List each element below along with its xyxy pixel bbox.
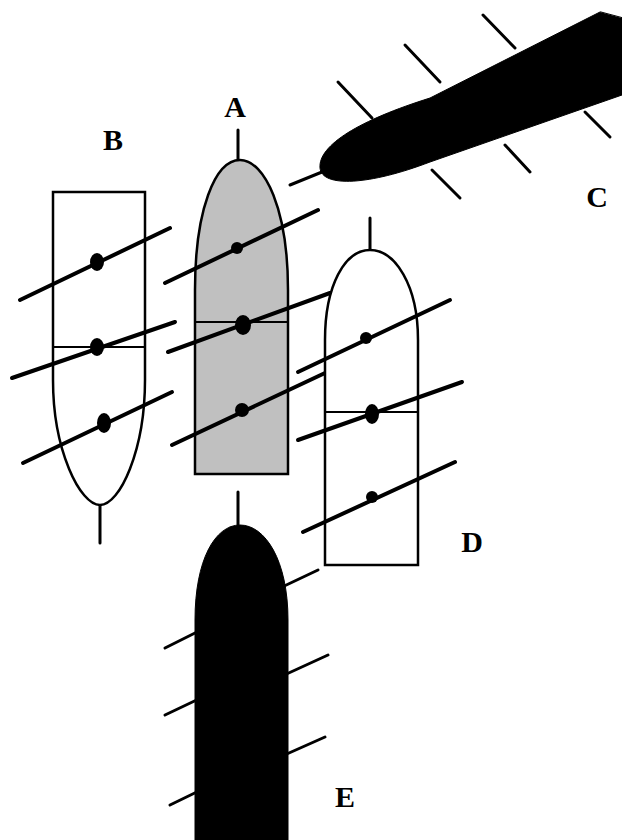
boat-letter: B bbox=[103, 125, 123, 155]
boat-c bbox=[290, 12, 622, 198]
boat-e bbox=[165, 492, 328, 840]
boat-letter: A bbox=[224, 92, 246, 122]
boat-letter: C bbox=[586, 182, 608, 212]
boat-d bbox=[298, 218, 462, 565]
boat-a bbox=[165, 130, 330, 474]
boat-letter: E bbox=[335, 782, 355, 812]
boat-letter: D bbox=[461, 527, 483, 557]
boat-b bbox=[12, 192, 175, 543]
